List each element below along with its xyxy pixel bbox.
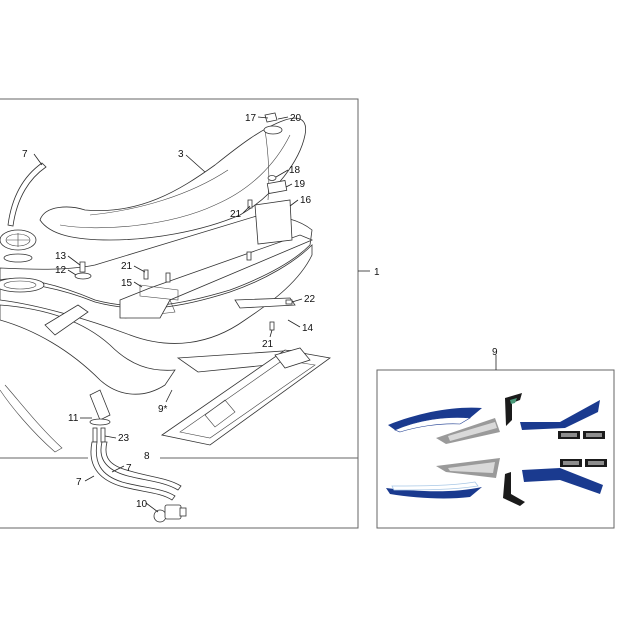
callout-labels: 1 3 7 7 7 8 9 9* 10 11 12 13 14 15 16 17… xyxy=(22,113,498,510)
top-hardware xyxy=(264,112,278,181)
callout-seat: 3 xyxy=(178,149,184,160)
callout-bracket-rear: 14 xyxy=(302,323,314,334)
decal-hook-lower xyxy=(503,472,525,506)
decal-left-lower xyxy=(386,487,482,499)
callout-nut: 18 xyxy=(289,165,301,176)
fuel-cock xyxy=(153,504,187,523)
callout-bolt-a: 21 xyxy=(230,209,242,220)
callout-washer: 12 xyxy=(55,265,67,276)
callout-decal-set: 9 xyxy=(492,347,498,358)
decal-hook-upper xyxy=(505,393,522,426)
callout-clip: 23 xyxy=(118,433,130,444)
callout-bracket-seat: 16 xyxy=(300,195,312,206)
callout-decal-star: 9* xyxy=(158,404,168,415)
screw-washer xyxy=(74,261,92,280)
callout-cap: 20 xyxy=(290,113,302,124)
callout-bolt-top: 17 xyxy=(245,113,257,124)
fitting-clip xyxy=(89,389,111,443)
decal-set xyxy=(386,393,607,506)
callout-bracket-front: 15 xyxy=(121,278,133,289)
decal-arrow-lower xyxy=(522,468,603,494)
decal-arrow-upper xyxy=(520,400,600,430)
callout-fitting: 11 xyxy=(68,413,79,424)
leader-lines xyxy=(33,116,497,513)
callout-hose-lower-b: 7 xyxy=(76,477,82,488)
callout-tank-assembly: 8 xyxy=(144,451,150,462)
callout-fuel-cock: 10 xyxy=(136,499,148,510)
fuel-cap xyxy=(0,229,37,263)
callout-assembly: 1 xyxy=(374,267,380,278)
assembly-frame xyxy=(0,98,359,529)
tank-pad xyxy=(161,347,331,446)
seat xyxy=(39,117,307,241)
callout-bolt-b: 21 xyxy=(121,261,133,272)
fuel-hoses xyxy=(90,441,182,501)
callout-bolt-d: 22 xyxy=(304,294,316,305)
fuel-tank xyxy=(0,214,320,453)
callout-bolt-c: 21 xyxy=(262,339,274,350)
callout-screw: 13 xyxy=(55,251,67,262)
bolts xyxy=(143,199,293,331)
callout-hose: 7 xyxy=(22,149,28,160)
callout-plate: 19 xyxy=(294,179,306,190)
breather-hose xyxy=(7,162,47,227)
callout-hose-lower-a: 7 xyxy=(126,463,132,474)
decal-set-frame xyxy=(376,369,615,529)
seat-rail xyxy=(119,180,314,319)
